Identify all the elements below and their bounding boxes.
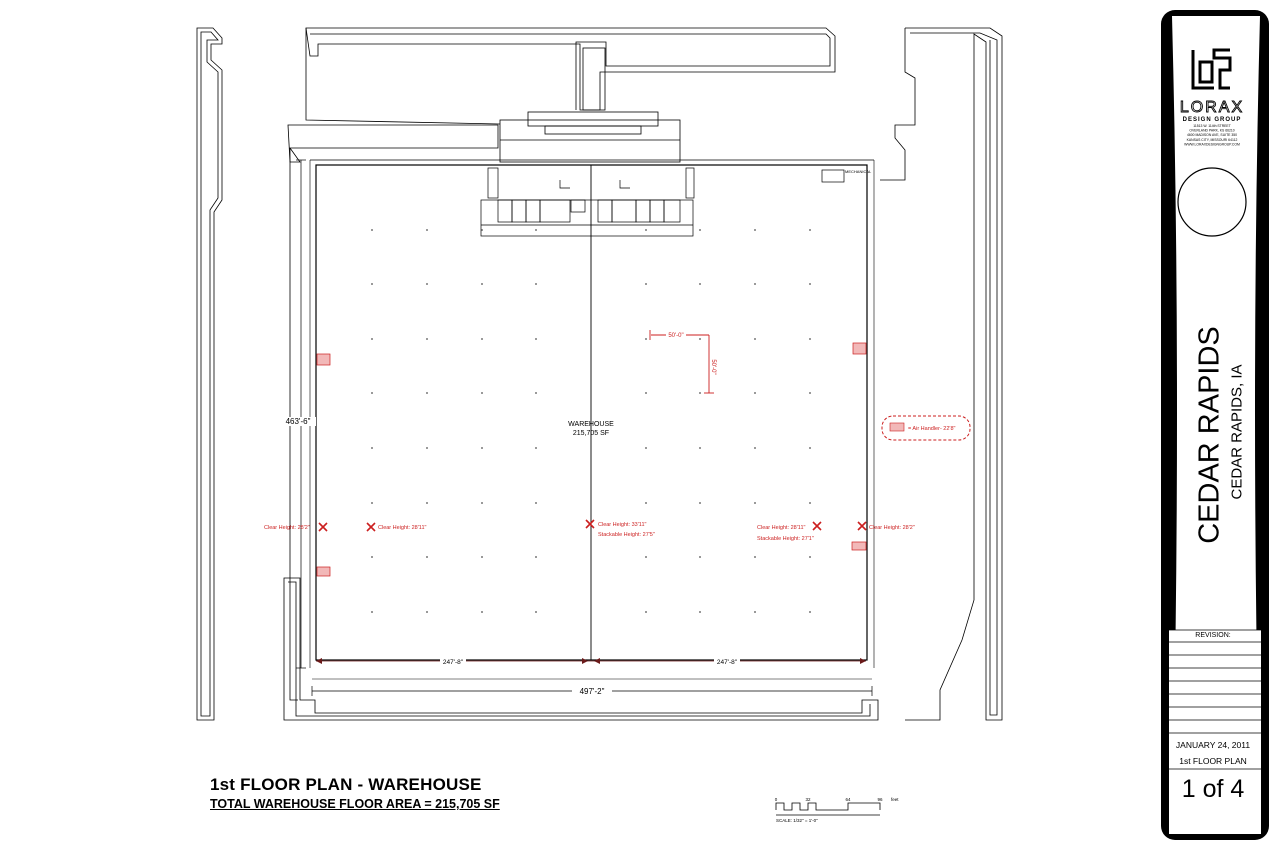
office-block [480, 167, 845, 237]
air-handler-legend: = Air Handler- 22'8" [881, 415, 971, 441]
warehouse-label: WAREHOUSE [568, 421, 614, 428]
firm-subtitle: DESIGN GROUP [1183, 117, 1242, 123]
scale-tick-labels: 0 32 64 96 [775, 797, 883, 802]
firm-name: LORAX [1180, 99, 1244, 116]
address-line: KANSAS CITY, MISSOURI 64112 [1187, 138, 1238, 142]
scale-tick-label: 0 [775, 797, 778, 802]
address-line: 11513 W. 114th STREET [1193, 124, 1231, 128]
dim-bay-width: 50'-0" [668, 333, 683, 339]
clear-height-right-edge: Clear Height: 28'2" [869, 525, 915, 531]
sheet-date: JANUARY 24, 2011 [1175, 740, 1251, 750]
dim-overall-width: 497'-2" [580, 687, 605, 696]
title-block [1161, 10, 1269, 840]
firm-logo [1191, 48, 1232, 90]
address-line: 4600 MADISON AVE, SUITE 350 [1187, 133, 1237, 137]
scale-label: SCALE: 1/32" = 1'-0" [776, 818, 818, 823]
building-outline [309, 159, 875, 668]
air-handler-note: = Air Handler- 22'8" [908, 426, 956, 432]
drawing-subtitle: TOTAL WAREHOUSE FLOOR AREA = 215,705 SF [210, 797, 500, 811]
dim-bay-depth: 50'-0" [710, 359, 716, 374]
scale-tick-label: 32 [805, 797, 811, 802]
entry-canopy [499, 47, 681, 163]
scale-unit: feet [891, 797, 899, 802]
clear-height-right-inner: Clear Height: 28'11" [757, 525, 806, 531]
air-handler-markers [316, 342, 867, 577]
project-state: CEDAR RAPIDS, IA [1228, 364, 1246, 500]
dim-overall-depth: 463'-6" [286, 417, 311, 426]
mechanical-label: MECHANICAL [845, 169, 872, 174]
warehouse-area: 215,705 SF [573, 430, 609, 437]
clear-height-left-inner: Clear Height: 28'11" [378, 525, 427, 531]
column-grid [371, 229, 811, 613]
clear-height-markers [318, 519, 867, 532]
drawing-title: 1st FLOOR PLAN - WAREHOUSE [210, 775, 482, 794]
dimension-ticks [316, 658, 866, 664]
project-city: CEDAR RAPIDS [1193, 326, 1226, 544]
dimension-lines [296, 159, 873, 696]
scale-tick-label: 96 [877, 797, 883, 802]
revision-label: REVISION: [1195, 632, 1231, 639]
bay-dimensions [649, 330, 714, 394]
scale-bar [775, 802, 881, 816]
stackable-height-center: Stackable Height: 27'5" [598, 532, 655, 538]
scale-tick-label: 64 [845, 797, 851, 802]
address-line: WWW.LORAXDESIGNGROUP.COM [1184, 142, 1240, 146]
address-line: OVERLAND PARK, KS 66210 [1189, 129, 1234, 133]
clear-height-left-edge: Clear Height: 28'2" [264, 525, 310, 531]
site-outline [196, 27, 1003, 721]
stackable-height-right-inner: Stackable Height: 27'1" [757, 536, 814, 542]
clear-height-center: Clear Height: 33'11" [598, 522, 647, 528]
dim-right-half: 247'-8" [717, 659, 738, 666]
sheet-name: 1st FLOOR PLAN [1179, 756, 1247, 766]
sheet-number: 1 of 4 [1181, 775, 1245, 803]
dim-left-half: 247'-8" [443, 659, 464, 666]
